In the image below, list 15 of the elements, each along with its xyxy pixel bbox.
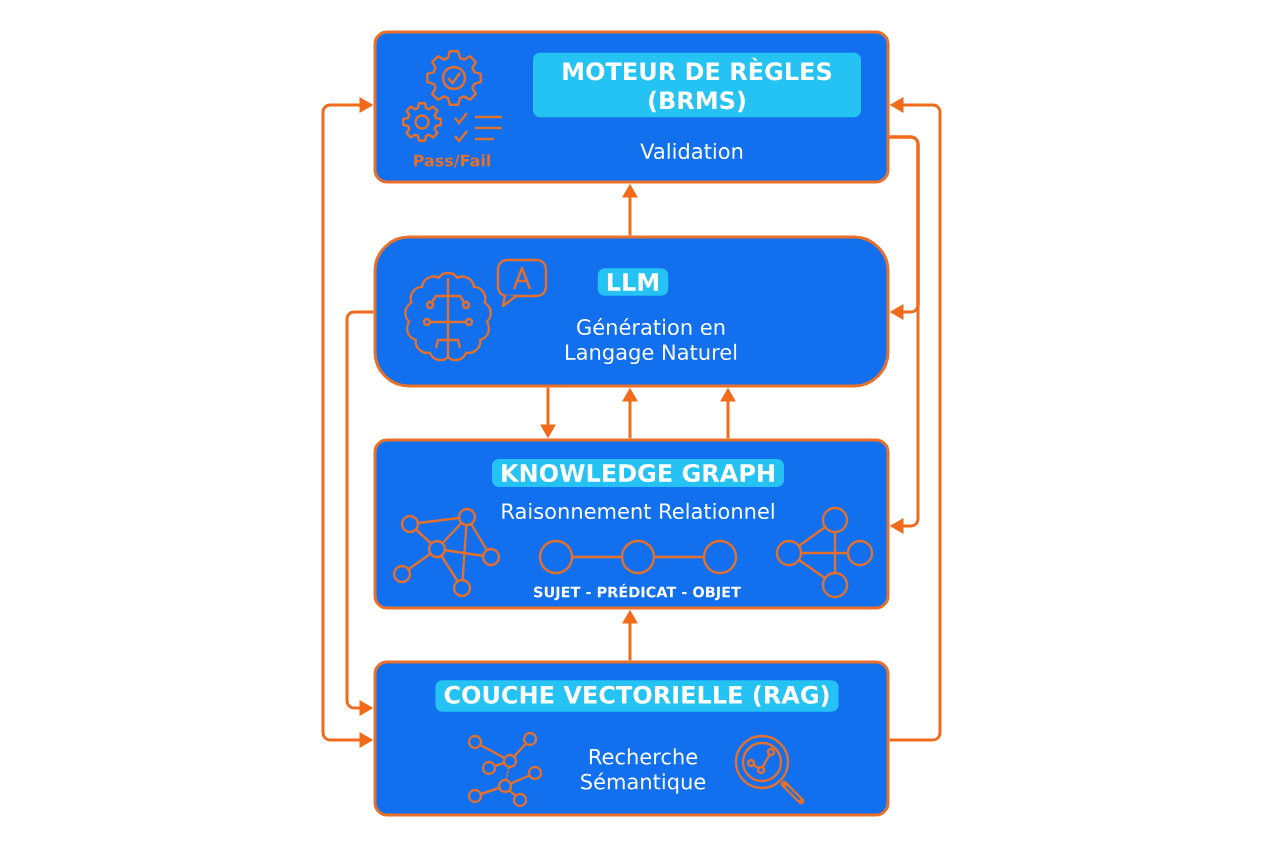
icon-caption: Pass/Fail bbox=[414, 154, 491, 168]
description-text: Raisonnement Relationnel bbox=[502, 502, 774, 520]
description-text: Génération en Langage Naturel bbox=[566, 317, 737, 365]
arrow bbox=[889, 135, 920, 534]
layer-title: COUCHE VECTORIELLE (RAG) bbox=[435, 680, 839, 712]
layer-box bbox=[373, 235, 890, 388]
layer-box bbox=[373, 660, 890, 817]
caption-text: SUJET - PRÉDICAT - OBJET bbox=[534, 583, 741, 601]
layer-box bbox=[373, 30, 890, 184]
layer-title: MOTEUR DE RÈGLES (BRMS) bbox=[533, 52, 861, 118]
layer-title: LLM bbox=[597, 268, 669, 296]
description-text: Recherche Sémantique bbox=[581, 748, 706, 794]
layer-title: KNOWLEDGE GRAPH bbox=[492, 458, 785, 488]
layer-box bbox=[373, 438, 890, 610]
description-text: Validation bbox=[640, 142, 743, 160]
